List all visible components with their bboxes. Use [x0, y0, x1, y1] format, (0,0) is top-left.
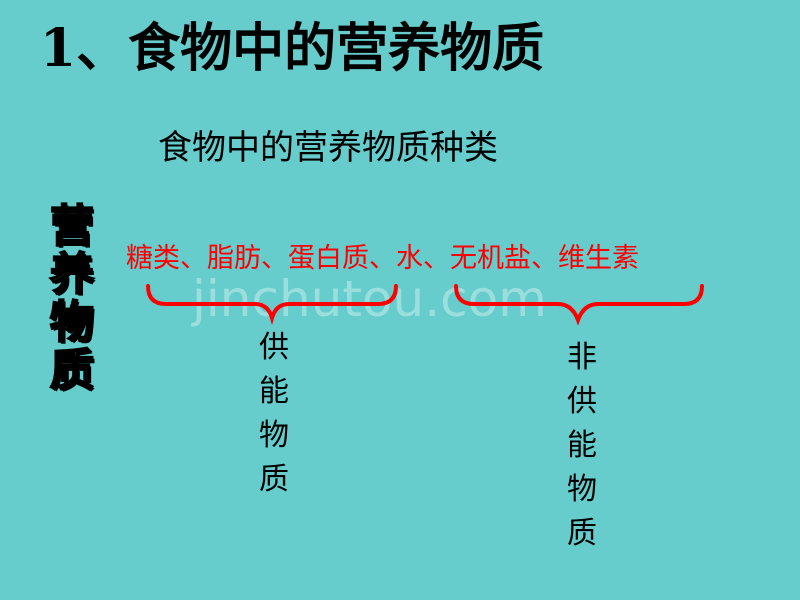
non-energy-char: 非 [567, 340, 597, 375]
slide-title: 1、食物中的营养物质 [40, 18, 545, 79]
side-label-char: 质 [49, 345, 95, 396]
side-label-char: 养 [49, 249, 95, 300]
nutrients-list: 糖类、脂肪、蛋白质、水、无机盐、维生素 [126, 243, 639, 274]
watermark: jinchutou.com [192, 270, 547, 328]
brace-energy [146, 284, 398, 326]
energy-substances-label: 供 能 物 质 [254, 326, 294, 502]
non-energy-char: 物 [567, 472, 597, 507]
non-energy-char: 质 [567, 516, 597, 551]
energy-char: 物 [259, 418, 289, 453]
non-energy-char: 供 [567, 384, 597, 419]
non-energy-char: 能 [567, 428, 597, 463]
side-label-char: 物 [49, 297, 95, 348]
energy-char: 质 [259, 462, 289, 497]
slide-subtitle: 食物中的营养物质种类 [158, 128, 498, 168]
energy-char: 能 [259, 374, 289, 409]
brace-non-energy [454, 284, 704, 326]
side-label: 营 养 物 质 [40, 201, 104, 396]
side-label-char: 营 [49, 201, 95, 252]
non-energy-substances-label: 非 供 能 物 质 [562, 336, 602, 556]
energy-char: 供 [259, 330, 289, 365]
